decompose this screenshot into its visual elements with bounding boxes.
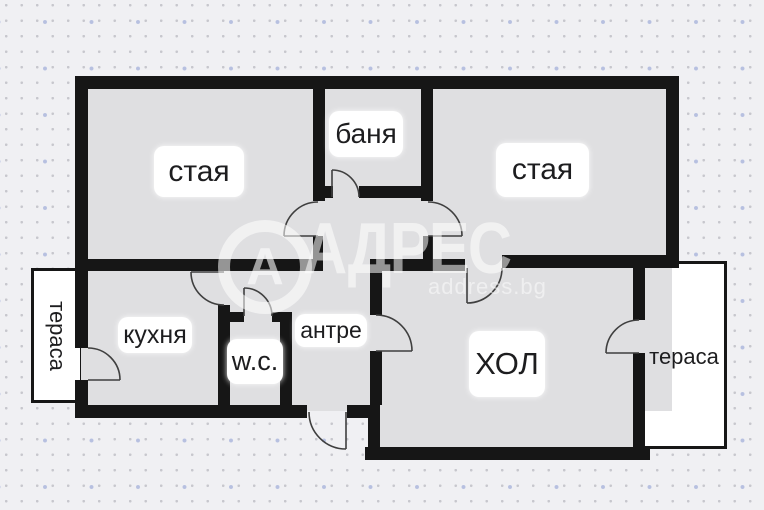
wall-outer-step: [368, 405, 380, 460]
living-room-text: ХОЛ: [475, 346, 539, 381]
wall-bathroom-bottom-left: [313, 186, 333, 198]
wall-outer-bottom-left: [75, 405, 307, 418]
wall-corridor-right: [423, 236, 433, 271]
label-wc: w.c.: [227, 339, 283, 384]
wall-corridor-left: [313, 236, 323, 271]
wall-living-left-upper: [370, 271, 382, 315]
label-hallway: антре: [295, 314, 367, 347]
room-top-left-text: стая: [168, 154, 230, 188]
terrace-right-text: тераса: [649, 344, 719, 369]
wall-living-right-upper: [633, 262, 645, 320]
label-bathroom: баня: [329, 111, 403, 157]
label-terrace-left: тераса: [31, 268, 83, 403]
wall-room-tr-bottom: [502, 255, 679, 268]
wall-bathroom-bottom-right: [359, 186, 433, 198]
wall-outer-top: [75, 76, 679, 89]
wall-bathroom-left: [313, 84, 325, 201]
label-room-top-right: стая: [496, 143, 589, 197]
wall-outer-right: [666, 76, 679, 266]
label-room-top-left: стая: [154, 146, 244, 197]
door-entrance: [308, 411, 347, 450]
living-room-interior-extension: [371, 405, 635, 453]
wall-hallway-living-top: [370, 259, 465, 271]
wc-text: w.c.: [231, 346, 279, 376]
wall-wc-right: [280, 312, 292, 418]
wall-room-tl-bottom: [85, 259, 318, 271]
wall-living-left-lower: [370, 351, 382, 405]
hallway-text: антре: [300, 317, 362, 343]
wall-living-bottom: [365, 447, 650, 460]
wall-bathroom-right: [421, 84, 433, 201]
wall-living-right-lower: [633, 353, 645, 460]
bathroom-text: баня: [335, 118, 397, 149]
terrace-left-area: [31, 268, 83, 403]
label-terrace-right: тераса: [641, 344, 727, 370]
room-top-right-text: стая: [511, 153, 574, 186]
wall-outer-left-upper: [75, 76, 88, 348]
kitchen-text: кухня: [123, 320, 187, 349]
wall-wc-top-left: [230, 312, 244, 322]
wall-kitchen-right: [218, 305, 230, 418]
terrace-left-text: тераса: [45, 300, 70, 371]
label-kitchen: кухня: [118, 317, 192, 353]
label-living-room: ХОЛ: [469, 331, 545, 397]
